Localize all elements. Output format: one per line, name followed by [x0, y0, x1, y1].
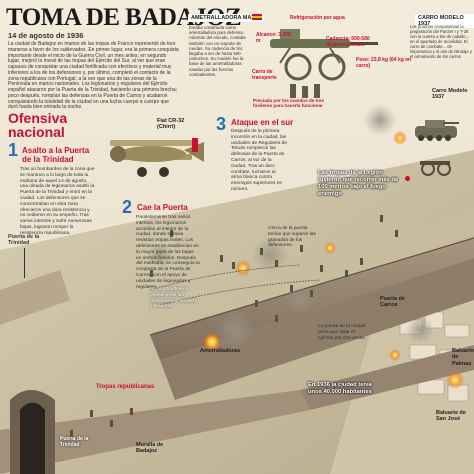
label-puerta-trinidad: Puerta de la Trinidad	[8, 234, 40, 247]
maxim-refrigeracion: Refrigeración por agua	[290, 15, 345, 21]
section-title-2: Cae la Puerta	[137, 203, 188, 212]
section-body-1: Tras un bombardeo de la zona que se mant…	[20, 167, 95, 236]
label-puerta-carros: Puerta de Carros	[380, 296, 406, 309]
section-body-3: Después de la primera incursión en la ci…	[231, 129, 288, 192]
section-heading-ofensiva: Ofensiva nacional	[8, 111, 98, 139]
label-muralla: Muralla de Badajoz	[136, 442, 164, 455]
legion-note: Las tropas de la Legión tuvieron que rec…	[318, 170, 399, 197]
intro-paragraph: La ciudad de Badajoz en manos de las tro…	[8, 41, 179, 111]
label-puerta-trinidad-2: Puerta de la Trinidad	[60, 436, 89, 448]
carro-description: Las pruebas comparativas la preparación …	[410, 24, 472, 59]
maxim-carro: Carro de transporte	[252, 69, 277, 81]
plane-label: Fiat CR-32 (Chirri)	[157, 118, 184, 131]
pointer-dot-icon	[405, 176, 410, 181]
muralla-note: Cerca de la puerta tenían que superar la…	[268, 226, 316, 249]
label-tropas-republicanas: Tropas republicanas	[96, 384, 155, 390]
maxim-cadencia: Cadencia: 500-580 disparos/minuto	[326, 36, 370, 48]
section-title-1: Asalto a la Puerta de la Trinidad	[22, 146, 90, 164]
poblacion-note: En 1936 la ciudad tenía unos 40.000 habi…	[308, 382, 372, 395]
section-number-2: 2	[122, 197, 133, 217]
leader-line	[24, 248, 25, 278]
plane-sublabel: (Chirri)	[157, 124, 176, 131]
maxim-caption: Preciada por los mandos de tres fusilero…	[253, 98, 324, 109]
section-body-2: Paralelamente tras varios intentos, los …	[136, 215, 200, 290]
ofensiva-line-1: Ofensiva	[8, 110, 68, 126]
section-number-3: 3	[216, 114, 227, 134]
maxim-box-title: AMETRALLADORA MAXIM	[188, 14, 265, 22]
label-ametralladoras: Ametralladoras	[200, 348, 241, 354]
section-title-3: Ataque en el sur	[231, 118, 294, 127]
spain-flag-icon	[252, 14, 262, 20]
puerta-ciudad-note: La puerta de la ciudad tenía que volar e…	[318, 324, 366, 341]
carro-model-label: Carro Modelo 1937	[432, 88, 468, 101]
bombardeo-note: Se bombardearon previamente las defensas…	[150, 287, 197, 310]
section-number-1: 1	[8, 140, 19, 160]
label-baluarte-palmas: Baluarte de Palmas	[452, 348, 474, 367]
maxim-alcance: Alcance: 3.200 m	[256, 32, 291, 44]
date-line: 14 de agosto de 1936	[8, 31, 84, 40]
carro-box-title: CARRO MODELO 1937	[415, 14, 474, 28]
ofensiva-line-2: nacional	[8, 124, 65, 140]
maxim-description: Estaba construida como ametralladora par…	[189, 25, 246, 77]
plane-name: Fiat CR-32	[157, 118, 185, 124]
maxim-peso: Peso: 23,8 kg (64 kg en carro)	[356, 57, 412, 69]
label-baluarte-san-jose: Baluarte de San José	[436, 410, 466, 423]
